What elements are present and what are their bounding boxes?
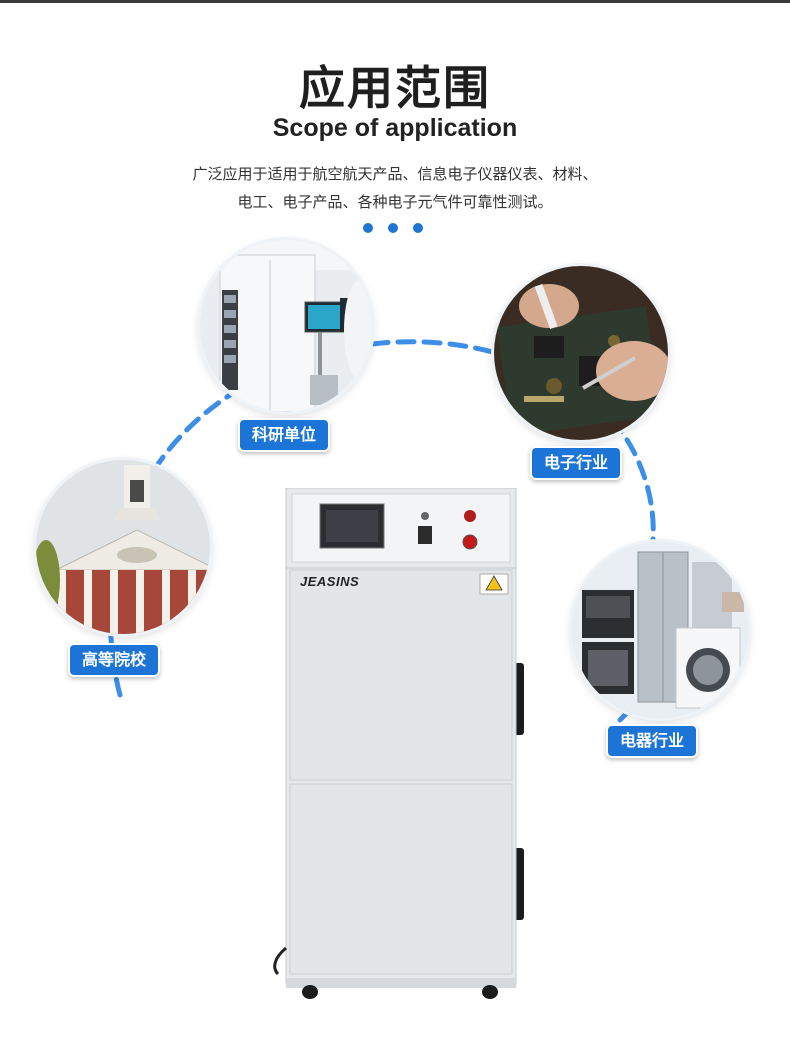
- circuit-board-soldering-photo-icon: [494, 266, 668, 440]
- appliances-photo-circle: [572, 542, 748, 718]
- test-chamber-machine: JEASINS: [270, 487, 532, 1000]
- dot-icon: [363, 223, 373, 233]
- lab-photo-circle: [200, 240, 372, 412]
- section-dots: [360, 223, 430, 237]
- page-subtitle: Scope of application: [272, 114, 518, 142]
- home-appliances-photo-icon: [572, 542, 748, 718]
- top-rule: [0, 0, 790, 3]
- university-photo-circle: [36, 460, 210, 634]
- dot-icon: [388, 223, 398, 233]
- description-line-1: 广泛应用于适用于航空航天产品、信息电子仪器仪表、材料、: [192, 165, 598, 183]
- page-title: 应用范围: [299, 61, 491, 115]
- description: 广泛应用于适用于航空航天产品、信息电子仪器仪表、材料、 电工、电子产品、各种电子…: [150, 160, 640, 216]
- label-electronics-industry: 电子行业: [530, 446, 623, 480]
- electronics-photo-circle: [494, 266, 668, 440]
- university-building-photo-icon: [36, 460, 210, 634]
- label-universities: 高等院校: [68, 643, 161, 677]
- label-research-institutions: 科研单位: [238, 418, 331, 452]
- lab-equipment-photo-icon: [200, 240, 372, 412]
- label-appliance-industry: 电器行业: [606, 724, 699, 758]
- brand-logo: JEASINS: [300, 574, 360, 589]
- test-chamber-machine-icon: [273, 487, 524, 999]
- description-line-2: 电工、电子产品、各种电子元气件可靠性测试。: [237, 193, 553, 211]
- dot-icon: [413, 223, 423, 233]
